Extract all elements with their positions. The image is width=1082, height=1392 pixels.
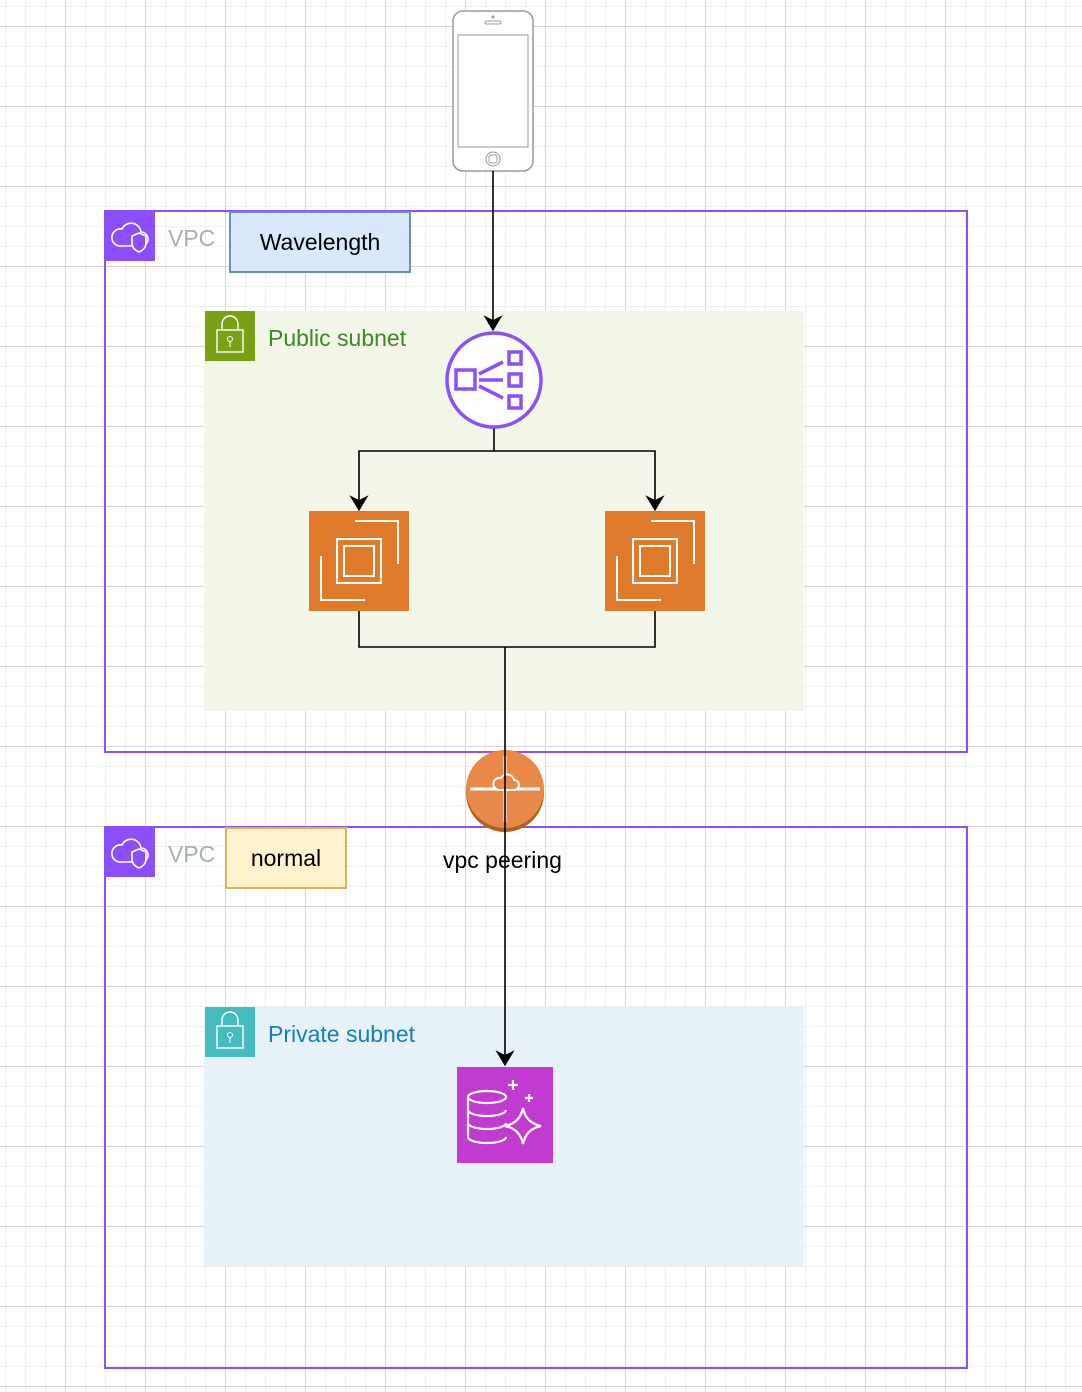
ec2-instance-icon[interactable] [309,511,409,611]
wavelength-tag-text: Wavelength [259,228,381,255]
wavelength-tag[interactable]: Wavelength [229,211,411,273]
vpc-peering-label: vpc peering [443,847,562,873]
mobile-phone-icon[interactable] [452,10,534,172]
vpc-wavelength[interactable] [104,210,968,753]
public-subnet-label: Public subnet [268,325,407,351]
connector[interactable] [349,171,665,648]
elastic-load-balancer-icon[interactable] [445,331,543,429]
lock-icon [205,1007,255,1057]
vpc-label: VPC [168,225,216,251]
vpc-normal[interactable] [104,826,968,1369]
vpc-icon [105,211,155,261]
normal-tag-text: normal [250,844,322,871]
lock-icon [205,311,255,361]
vpc-label: VPC [168,841,216,867]
aurora-database-icon[interactable] [457,1067,553,1163]
ec2-instance-icon[interactable] [605,511,705,611]
normal-tag[interactable]: normal [225,827,347,889]
vpc-icon [105,827,155,877]
private-subnet-label: Private subnet [268,1021,416,1047]
